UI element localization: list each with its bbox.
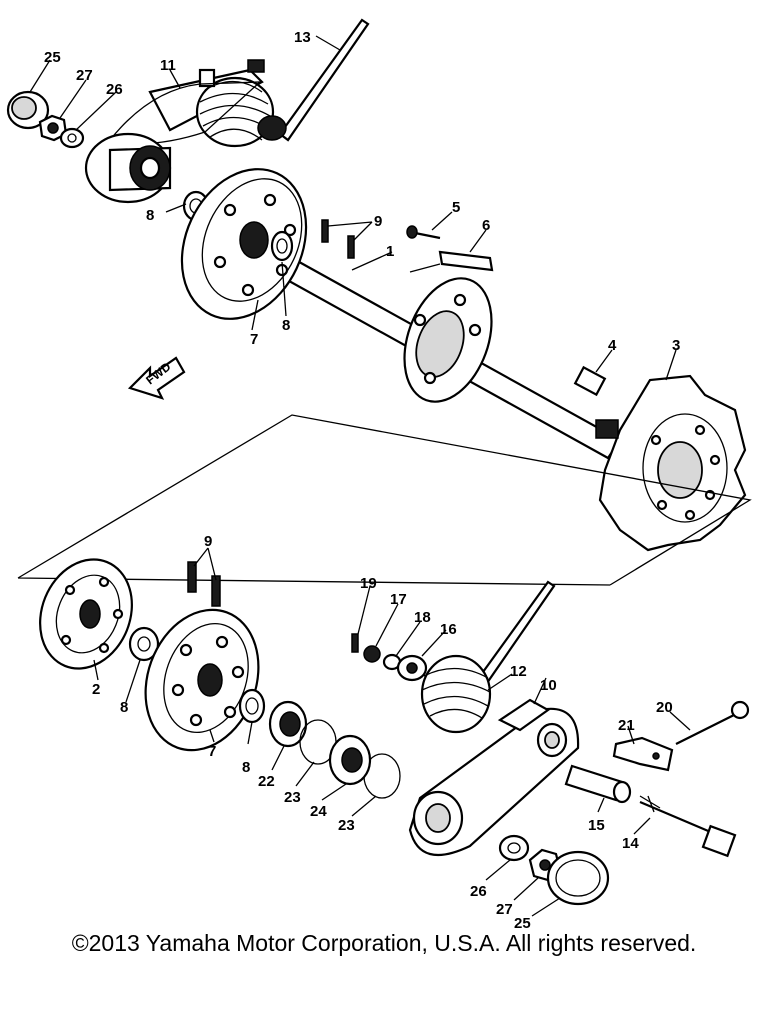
callout-1: 1 bbox=[386, 243, 394, 260]
bearing-22 bbox=[268, 700, 308, 748]
callout-17: 17 bbox=[390, 591, 407, 608]
callout-8-lower-right: 8 bbox=[242, 759, 250, 776]
callout-3: 3 bbox=[672, 337, 680, 354]
pin-19 bbox=[351, 633, 359, 653]
callout-6: 6 bbox=[482, 217, 490, 234]
callout-27-top: 27 bbox=[76, 67, 93, 84]
callout-23-right: 23 bbox=[338, 817, 355, 834]
wheel-7-lower bbox=[144, 608, 260, 752]
callout-2: 2 bbox=[92, 681, 100, 698]
wheel-7-upper bbox=[180, 168, 308, 320]
spring-coil-shaft bbox=[595, 419, 619, 439]
bolt-5 bbox=[406, 225, 441, 240]
callout-27-bottom: 27 bbox=[496, 901, 513, 918]
callout-13: 13 bbox=[294, 29, 311, 46]
callout-25-top: 25 bbox=[44, 49, 61, 66]
callout-7-lower: 7 bbox=[208, 743, 216, 760]
wheel-2 bbox=[39, 558, 133, 670]
copyright-notice: ©2013 Yamaha Motor Corporation, U.S.A. A… bbox=[71, 930, 697, 956]
callout-26-bottom: 26 bbox=[470, 883, 487, 900]
nut-27-top bbox=[38, 114, 68, 142]
hub-drum bbox=[84, 132, 172, 204]
callout-23-left: 23 bbox=[284, 789, 301, 806]
callout-16: 16 bbox=[440, 621, 457, 638]
bearing-24 bbox=[328, 734, 372, 786]
washer-8-lower-left bbox=[128, 626, 160, 662]
bolt-14 bbox=[639, 795, 737, 858]
sleeve-15 bbox=[564, 764, 632, 804]
sprocket-3 bbox=[598, 374, 747, 552]
cap-25-top bbox=[6, 90, 50, 130]
callout-24: 24 bbox=[310, 803, 327, 820]
spring-assembly-11 bbox=[148, 59, 287, 148]
washer-26-top bbox=[59, 127, 85, 149]
bracket-21 bbox=[612, 736, 674, 772]
callout-8-upper-left: 8 bbox=[146, 207, 154, 224]
plate-6 bbox=[438, 250, 494, 272]
leader-lines bbox=[29, 35, 691, 917]
callout-5: 5 bbox=[452, 199, 460, 216]
pins-9-lower bbox=[187, 561, 221, 607]
arm-10 bbox=[408, 698, 580, 857]
plate-16 bbox=[396, 654, 428, 682]
callout-9-upper: 9 bbox=[374, 213, 382, 230]
washer-8-upper-right bbox=[270, 230, 294, 262]
callout-25-bottom: 25 bbox=[514, 915, 531, 930]
callout-4: 4 bbox=[608, 337, 617, 354]
callout-21: 21 bbox=[618, 717, 635, 734]
rod-13 bbox=[278, 18, 370, 142]
washer-26-bottom bbox=[498, 834, 530, 862]
exploded-parts-diagram: FWD bbox=[6, 18, 752, 930]
callout-20: 20 bbox=[656, 699, 673, 716]
callout-8-lower-left: 8 bbox=[120, 699, 128, 716]
pins-9-upper bbox=[321, 219, 355, 259]
callout-18: 18 bbox=[414, 609, 431, 626]
callout-14: 14 bbox=[622, 835, 639, 852]
callout-22: 22 bbox=[258, 773, 275, 790]
spring-12 bbox=[420, 580, 556, 734]
callout-19: 19 bbox=[360, 575, 377, 592]
nut-17 bbox=[363, 645, 381, 663]
washer-8-lower-right bbox=[238, 688, 266, 724]
wheel-center-upper bbox=[403, 277, 493, 403]
callout-26-top: 26 bbox=[106, 81, 123, 98]
callout-9-lower: 9 bbox=[204, 533, 212, 550]
callout-12: 12 bbox=[510, 663, 527, 680]
callout-8-upper-right: 8 bbox=[282, 317, 290, 334]
cap-25-bottom bbox=[546, 850, 610, 906]
bolt-20 bbox=[675, 700, 750, 745]
fwd-arrow: FWD bbox=[127, 356, 186, 400]
callout-15: 15 bbox=[588, 817, 605, 834]
callout-7-upper: 7 bbox=[250, 331, 258, 348]
sleeve-4 bbox=[573, 365, 607, 397]
callout-11: 11 bbox=[160, 57, 176, 74]
callout-10: 10 bbox=[540, 677, 557, 694]
